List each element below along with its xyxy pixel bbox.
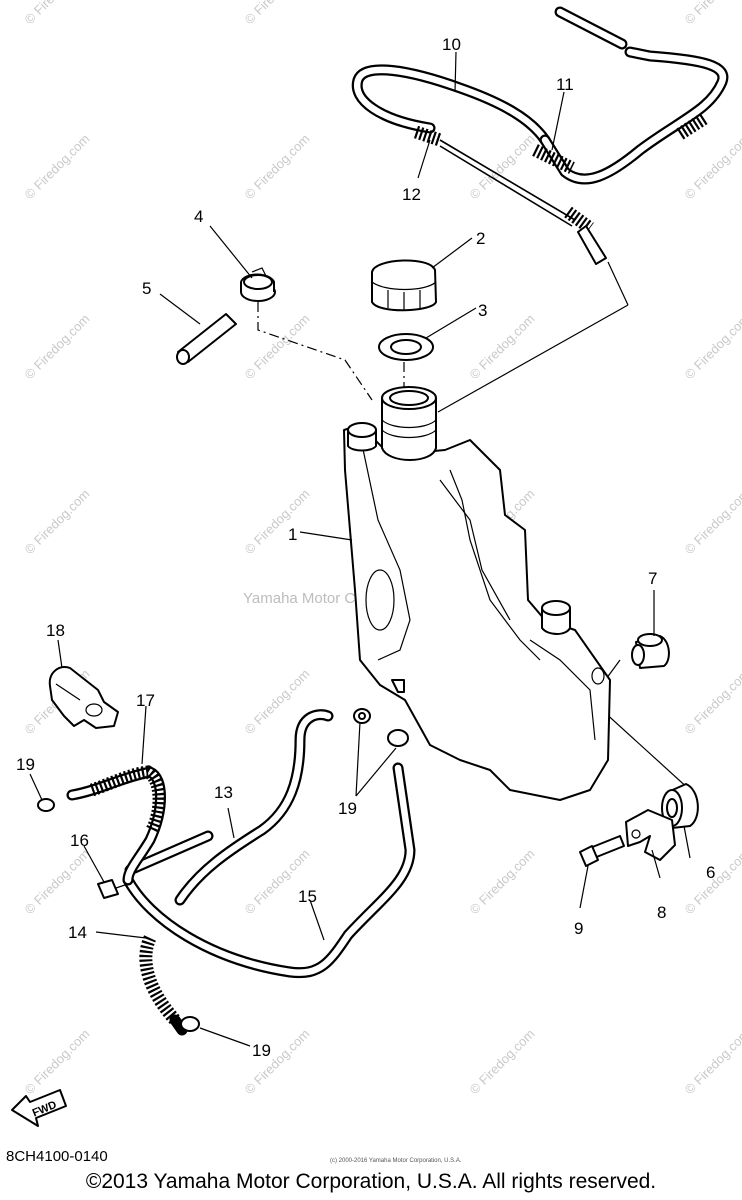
- callout-7: 7: [648, 569, 657, 588]
- part-15-hose[interactable]: [122, 762, 416, 979]
- watermark: © Firedog.com: [467, 1026, 538, 1097]
- callout-11: 11: [556, 75, 574, 94]
- part-19-clip[interactable]: [180, 1016, 200, 1032]
- part-17-hose[interactable]: [66, 765, 166, 886]
- watermark: © Firedog.com: [682, 131, 742, 202]
- watermark: © Firedog.com: [242, 131, 313, 202]
- watermark: © Firedog.com: [22, 131, 93, 202]
- callout-3: 3: [478, 301, 487, 320]
- part-14-hose-end: [169, 1014, 188, 1036]
- tank-neck-right: [541, 600, 571, 635]
- copyright-notice: ©2013 Yamaha Motor Corporation, U.S.A. A…: [85, 1170, 657, 1193]
- callout-19: 19: [16, 755, 35, 774]
- part-8-bracket[interactable]: [625, 809, 676, 861]
- part-4-cap[interactable]: [240, 267, 276, 302]
- watermark: © Firedog.com: [682, 666, 742, 737]
- part-2-radiator-cap[interactable]: [371, 259, 437, 312]
- watermark: © Firedog.com: [682, 486, 742, 557]
- part-14-hose-guard[interactable]: [139, 935, 180, 1025]
- watermark: © Firedog.com: [682, 311, 742, 382]
- part-13-hose[interactable]: [124, 709, 334, 906]
- callout-5: 5: [142, 279, 151, 298]
- watermark: © Firedog.com: [22, 846, 93, 917]
- part-5-pipe[interactable]: [176, 313, 237, 365]
- callout-17: 17: [136, 691, 155, 710]
- watermark: © Firedog.com: [242, 1026, 313, 1097]
- part-9-bolt[interactable]: [579, 835, 625, 867]
- part-19-clip[interactable]: [37, 798, 55, 812]
- watermark: © Firedog.com: [682, 1026, 742, 1097]
- callout-16: 16: [70, 831, 89, 850]
- callout-1: 1: [288, 525, 297, 544]
- watermark: © Firedog.com: [22, 311, 93, 382]
- callout-15: 15: [298, 887, 317, 906]
- part-11-hose-guard[interactable]: [676, 112, 709, 140]
- assembly-line: [437, 261, 629, 413]
- callouts: 1 2 3 4 5 6 7 8 9 10 11 12 13 14 15 16 1…: [16, 35, 715, 1060]
- diagram-code: 8CH4100-0140: [6, 1148, 108, 1165]
- callout-19: 19: [338, 799, 357, 818]
- micro-credit: (c) 2000-2016 Yamaha Motor Corporation, …: [330, 1158, 462, 1164]
- callout-8: 8: [657, 903, 666, 922]
- callout-leaders: [29, 51, 691, 1047]
- callout-19: 19: [252, 1041, 271, 1060]
- part-16-fitting[interactable]: [97, 879, 129, 899]
- part-3-gasket[interactable]: [378, 333, 434, 361]
- inlet-nipple: [347, 422, 377, 452]
- forward-arrow: FWD: [11, 1089, 67, 1127]
- watermark: © Firedog.com: [682, 0, 742, 27]
- callout-18: 18: [46, 621, 65, 640]
- part-1-reservoir-tank[interactable]: [343, 424, 611, 801]
- callout-4: 4: [194, 207, 203, 226]
- watermark: © Firedog.com: [22, 1026, 93, 1097]
- watermark: © Firedog.com: [242, 311, 313, 382]
- watermark: © Firedog.com: [242, 486, 313, 557]
- watermark: © Firedog.com: [467, 311, 538, 382]
- part-19-clip[interactable]: [387, 729, 409, 747]
- part-10-breather-hose[interactable]: [351, 6, 729, 185]
- callout-10: 10: [442, 35, 461, 54]
- watermark: © Firedog.com: [467, 846, 538, 917]
- watermark: © Firedog.com: [242, 846, 313, 917]
- watermark: © Firedog.com: [242, 0, 313, 27]
- callout-6: 6: [706, 863, 715, 882]
- watermark: © Firedog.com: [22, 0, 93, 27]
- part-19-clip[interactable]: [353, 708, 371, 724]
- part-18-clamp[interactable]: [48, 666, 119, 729]
- part-7-grommet[interactable]: [631, 633, 670, 669]
- callout-9: 9: [574, 919, 583, 938]
- callout-14: 14: [68, 923, 87, 942]
- callout-13: 13: [214, 783, 233, 802]
- filler-neck: [381, 386, 437, 461]
- callout-12: 12: [402, 185, 421, 204]
- callout-2: 2: [476, 229, 485, 248]
- assembly-line: [257, 302, 373, 401]
- watermark: © Firedog.com: [22, 486, 93, 557]
- overflow-tube: [439, 139, 607, 265]
